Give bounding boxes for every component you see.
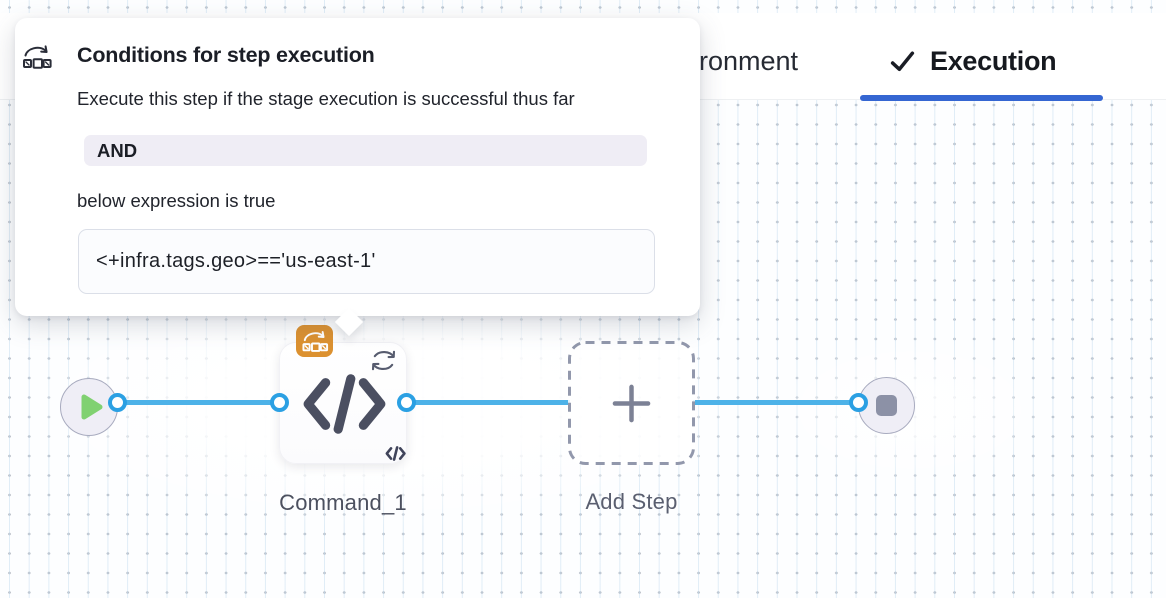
pipeline-line — [406, 400, 570, 405]
conditional-execution-badge[interactable] — [296, 325, 333, 357]
connector-dot — [270, 393, 289, 412]
pipeline-line — [693, 400, 860, 405]
operator-chip-label: AND — [97, 140, 138, 161]
conditional-execution-icon — [301, 331, 328, 352]
connector-dot — [397, 393, 416, 412]
step-card-command-1[interactable] — [279, 342, 407, 464]
pipeline-line — [118, 400, 281, 405]
code-icon — [303, 374, 386, 434]
dashed-border — [568, 341, 695, 465]
tab-execution-label: Execution — [930, 46, 1057, 76]
conditional-execution-icon — [23, 45, 52, 69]
tab-execution[interactable]: Execution — [889, 46, 1057, 77]
popover-title: Conditions for step execution — [77, 43, 375, 67]
step-label-command-1: Command_1 — [279, 490, 407, 515]
add-step-button[interactable] — [568, 341, 695, 465]
tab-environment-partial[interactable]: ronment — [699, 46, 799, 76]
connector-dot — [108, 393, 127, 412]
stop-icon — [876, 395, 897, 416]
code-icon-small — [385, 446, 406, 461]
conditions-popover: Conditions for step execution Execute th… — [15, 18, 700, 316]
plus-icon — [612, 384, 651, 422]
popover-description: Execute this step if the stage execution… — [77, 88, 575, 109]
active-tab-underline — [860, 95, 1103, 101]
play-icon — [81, 394, 102, 420]
expression-text: <+infra.tags.geo>=='us-east-1' — [96, 250, 376, 272]
expression-label: below expression is true — [77, 190, 276, 211]
expression-box: <+infra.tags.geo>=='us-east-1' — [78, 229, 655, 294]
loop-icon — [371, 350, 396, 371]
operator-chip: AND — [84, 135, 647, 166]
check-icon — [890, 51, 915, 72]
add-step-label: Add Step — [585, 489, 678, 514]
connector-dot — [849, 393, 868, 412]
